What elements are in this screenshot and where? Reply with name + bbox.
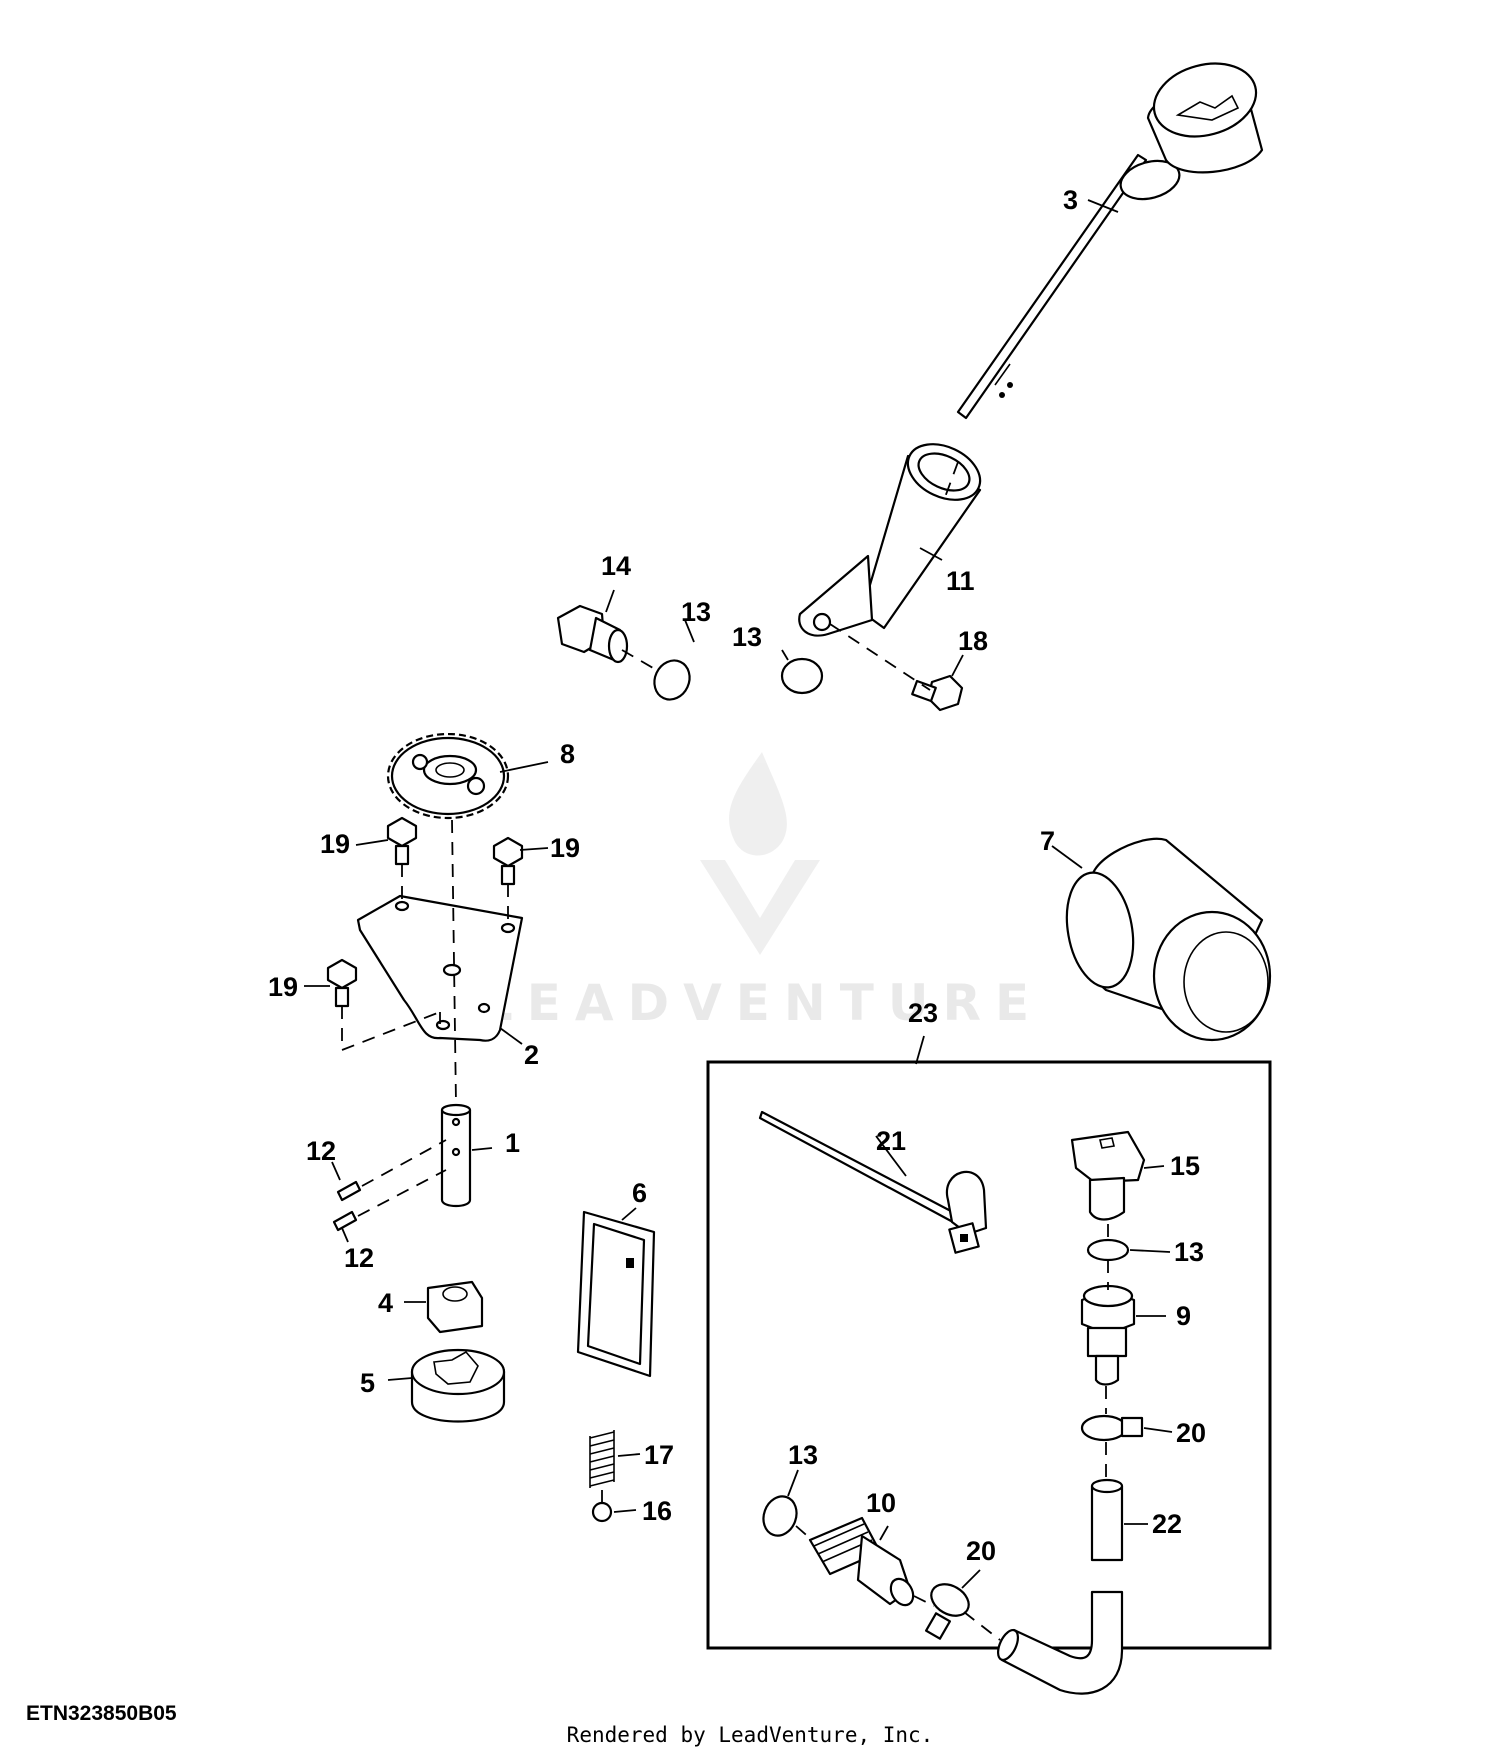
callout-15: 15: [1170, 1151, 1200, 1181]
hose-clamp-20-a[interactable]: [1080, 1414, 1144, 1442]
callout-13-d: 13: [788, 1440, 818, 1470]
watermark-logo: LEADVENTURE: [481, 752, 1043, 1032]
callout-7: 7: [1040, 826, 1055, 856]
callout-19-c: 19: [268, 972, 298, 1002]
o-ring-13-b[interactable]: [780, 657, 824, 695]
gasket[interactable]: [576, 1210, 656, 1378]
callout-19-a: 19: [320, 829, 350, 859]
callout-16: 16: [642, 1496, 672, 1526]
drain-fitting[interactable]: [808, 1516, 918, 1609]
callout-5: 5: [360, 1368, 375, 1398]
leader-lines: [304, 199, 1173, 1589]
kit-23-outline: [706, 1060, 1272, 1650]
screw-19-c[interactable]: [326, 958, 358, 1008]
drain-plug[interactable]: [556, 604, 629, 664]
callout-13-c: 13: [1174, 1237, 1204, 1267]
callout-18: 18: [958, 626, 988, 656]
spring[interactable]: [589, 1430, 615, 1488]
oil-filter[interactable]: [1058, 837, 1272, 1042]
callout-13-a: 13: [681, 597, 711, 627]
callout-12-a: 12: [306, 1136, 336, 1166]
screw-19-a[interactable]: [386, 816, 418, 866]
callout-23: 23: [908, 998, 938, 1028]
callout-3: 3: [1063, 185, 1078, 215]
bolt-18[interactable]: [911, 674, 964, 712]
callout-10: 10: [866, 1488, 896, 1518]
hose-clamp-20-b[interactable]: [924, 1578, 975, 1640]
dipstick[interactable]: [956, 53, 1264, 420]
gear[interactable]: [386, 732, 510, 820]
callout-6: 6: [632, 1178, 647, 1208]
callout-9: 9: [1176, 1301, 1191, 1331]
o-ring-13-d[interactable]: [758, 1492, 802, 1541]
adapter-fitting[interactable]: [1080, 1284, 1136, 1386]
callout-1: 1: [505, 1128, 520, 1158]
screw-19-b[interactable]: [492, 836, 524, 886]
o-ring-13-c[interactable]: [1086, 1238, 1130, 1262]
drain-valve-plug[interactable]: [1070, 1130, 1146, 1221]
assembly-lines: [341, 461, 1109, 1641]
callouts: 3 11 14 13 13 18 8 19 19 19 2 1 12 12 4 …: [268, 185, 1206, 1566]
drain-hose[interactable]: [994, 1478, 1124, 1695]
callout-22: 22: [1152, 1509, 1182, 1539]
callout-21: 21: [876, 1126, 906, 1156]
callout-14: 14: [601, 551, 631, 581]
callout-17: 17: [644, 1440, 674, 1470]
callout-20-b: 20: [966, 1536, 996, 1566]
callout-19-b: 19: [550, 833, 580, 863]
check-ball[interactable]: [591, 1501, 613, 1523]
callout-8: 8: [560, 739, 575, 769]
figure-id: ETN323850B05: [26, 1702, 177, 1725]
callout-20-a: 20: [1176, 1418, 1206, 1448]
pump-shaft[interactable]: [440, 1103, 472, 1208]
callout-2: 2: [524, 1040, 539, 1070]
render-credit: Rendered by LeadVenture, Inc.: [567, 1723, 934, 1747]
outer-rotor[interactable]: [410, 1348, 506, 1423]
callout-13-b: 13: [732, 622, 762, 652]
callout-4: 4: [378, 1288, 393, 1318]
callout-12-b: 12: [344, 1243, 374, 1273]
inner-rotor[interactable]: [426, 1280, 484, 1334]
pump-cover-plate[interactable]: [356, 894, 524, 1042]
oil-fill-tube[interactable]: [798, 433, 989, 637]
pin-12-b[interactable]: [332, 1210, 358, 1232]
o-ring-13-a[interactable]: [648, 655, 696, 706]
cable-tie[interactable]: [758, 1110, 988, 1254]
pin-12-a[interactable]: [336, 1180, 362, 1202]
callout-11: 11: [946, 566, 975, 596]
watermark-text: LEADVENTURE: [481, 974, 1043, 1032]
